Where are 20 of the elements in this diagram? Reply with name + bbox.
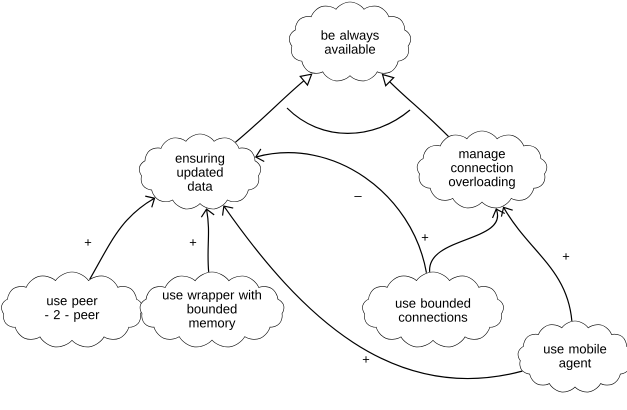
- goal-cloud: use mobile agent: [518, 320, 627, 392]
- arrow: [500, 206, 572, 322]
- arrow: [429, 208, 506, 272]
- goal-cloud: ensuring updated data: [138, 134, 262, 210]
- arrow: [89, 196, 156, 280]
- edge-label: +: [361, 355, 371, 365]
- arrow: [222, 205, 522, 380]
- arrow: [200, 208, 215, 272]
- arrow: [254, 148, 428, 273]
- goal-cloud: manage connection overloading: [416, 130, 548, 208]
- edge-label: +: [188, 238, 198, 248]
- goal-cloud: be always available: [289, 2, 412, 82]
- goal-cloud: use wrapper with bounded memory: [140, 272, 284, 348]
- edge-label: –: [353, 195, 363, 201]
- edge-label: +: [83, 238, 93, 248]
- goal-cloud: use peer - 2 - peer: [1, 272, 143, 348]
- goal-cloud: use bounded connections: [362, 272, 504, 348]
- edge-label: +: [420, 233, 430, 243]
- edge-label: +: [561, 252, 571, 262]
- arrow: [382, 74, 449, 137]
